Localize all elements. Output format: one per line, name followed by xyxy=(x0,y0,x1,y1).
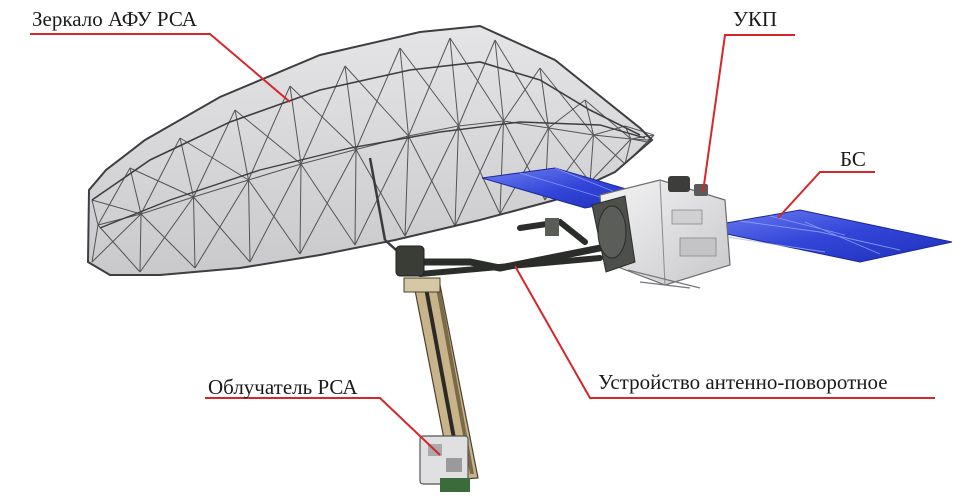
truss-strut xyxy=(630,134,655,140)
label-ukp: УКП xyxy=(733,7,778,31)
truss-strut xyxy=(624,125,632,140)
truss-strut xyxy=(289,85,302,165)
label-feed: Облучатель РСА xyxy=(208,375,358,399)
pointing-boom xyxy=(395,218,604,277)
truss-strut xyxy=(193,179,249,198)
truss-strut xyxy=(91,224,99,263)
label-reflector: Зеркало АФУ РСА xyxy=(32,7,197,31)
leader-reflector xyxy=(30,33,291,103)
truss-strut xyxy=(584,99,594,136)
leader-pointing xyxy=(514,265,935,399)
truss-strut xyxy=(499,120,504,215)
truss-strut xyxy=(548,127,594,136)
truss-strut xyxy=(249,163,302,263)
truss-strut xyxy=(630,138,649,143)
truss-strut xyxy=(449,37,504,122)
truss-strut xyxy=(458,125,501,215)
truss-strut xyxy=(539,67,549,129)
label-pointing-device: Устройство антенно-поворотное xyxy=(598,370,888,394)
truss-strut xyxy=(289,85,357,150)
truss-strut xyxy=(399,47,409,137)
truss-strut xyxy=(354,149,357,246)
truss-strut xyxy=(408,37,451,137)
truss-strut xyxy=(404,125,459,237)
truss-strut xyxy=(139,213,142,273)
truss-strut xyxy=(193,109,236,198)
truss-strut xyxy=(344,65,357,150)
truss-strut xyxy=(454,125,459,227)
truss-strut xyxy=(589,138,632,183)
truss-strut xyxy=(355,47,401,150)
truss-strut xyxy=(458,120,504,127)
leader-solar xyxy=(777,171,875,219)
truss-strut xyxy=(355,135,409,150)
reflector-rim-lower xyxy=(99,121,646,229)
truss-strut xyxy=(354,135,409,246)
truss-strut xyxy=(589,134,594,183)
label-solar-panels: БС xyxy=(840,147,866,171)
truss-strut xyxy=(248,179,251,263)
truss-strut xyxy=(503,67,541,122)
truss-strut xyxy=(593,134,632,140)
truss-strut xyxy=(97,213,142,226)
truss-strut xyxy=(548,99,586,129)
truss-strut xyxy=(97,167,131,226)
truss-strut xyxy=(449,37,459,127)
truss-strut xyxy=(408,125,459,137)
truss-strut xyxy=(300,149,357,165)
truss-strut xyxy=(624,125,655,136)
truss-strut xyxy=(234,109,249,181)
leader-ukp xyxy=(702,34,795,193)
truss-strut xyxy=(140,213,196,269)
truss-strut xyxy=(593,125,626,136)
truss-strut xyxy=(193,196,251,263)
truss-strut xyxy=(584,99,632,140)
truss-strut xyxy=(458,39,496,127)
truss-strut xyxy=(248,163,302,181)
truss-strut xyxy=(91,213,142,263)
truss-strut xyxy=(300,65,346,165)
truss-strut xyxy=(140,196,194,215)
truss-strut xyxy=(647,134,655,143)
truss-strut xyxy=(248,85,291,181)
truss-strut xyxy=(139,196,194,273)
reflector-dish xyxy=(86,24,654,276)
truss-strut xyxy=(404,135,409,237)
truss-strut xyxy=(539,67,594,136)
truss-strut xyxy=(494,39,549,129)
truss-strut xyxy=(179,137,194,198)
truss-strut xyxy=(97,224,141,273)
reflector-rim-upper xyxy=(91,61,641,201)
truss-strut xyxy=(299,149,357,255)
truss-strut xyxy=(129,167,142,215)
truss-strut xyxy=(503,120,549,129)
truss-strut xyxy=(624,134,655,165)
leader-feed xyxy=(205,397,441,456)
truss-strut xyxy=(299,163,302,255)
truss-strut xyxy=(499,127,549,215)
reflector-truss xyxy=(86,24,655,276)
truss-strut xyxy=(179,137,249,181)
truss-strut xyxy=(300,163,356,246)
truss-strut xyxy=(194,179,249,269)
truss-strut xyxy=(454,120,504,227)
truss-strut xyxy=(548,127,591,183)
feed-mast xyxy=(403,277,479,492)
truss-strut xyxy=(248,179,301,255)
truss-strut xyxy=(624,138,632,165)
truss-strut xyxy=(129,167,194,198)
solar-panel-right xyxy=(697,209,953,263)
spacecraft-bus xyxy=(591,176,731,289)
truss-strut xyxy=(91,199,142,215)
truss-strut xyxy=(193,196,196,269)
truss-strut xyxy=(91,199,99,226)
leader-lines xyxy=(30,33,935,456)
truss-strut xyxy=(593,134,626,165)
truss-strut xyxy=(140,137,181,215)
truss-strut xyxy=(494,39,504,122)
